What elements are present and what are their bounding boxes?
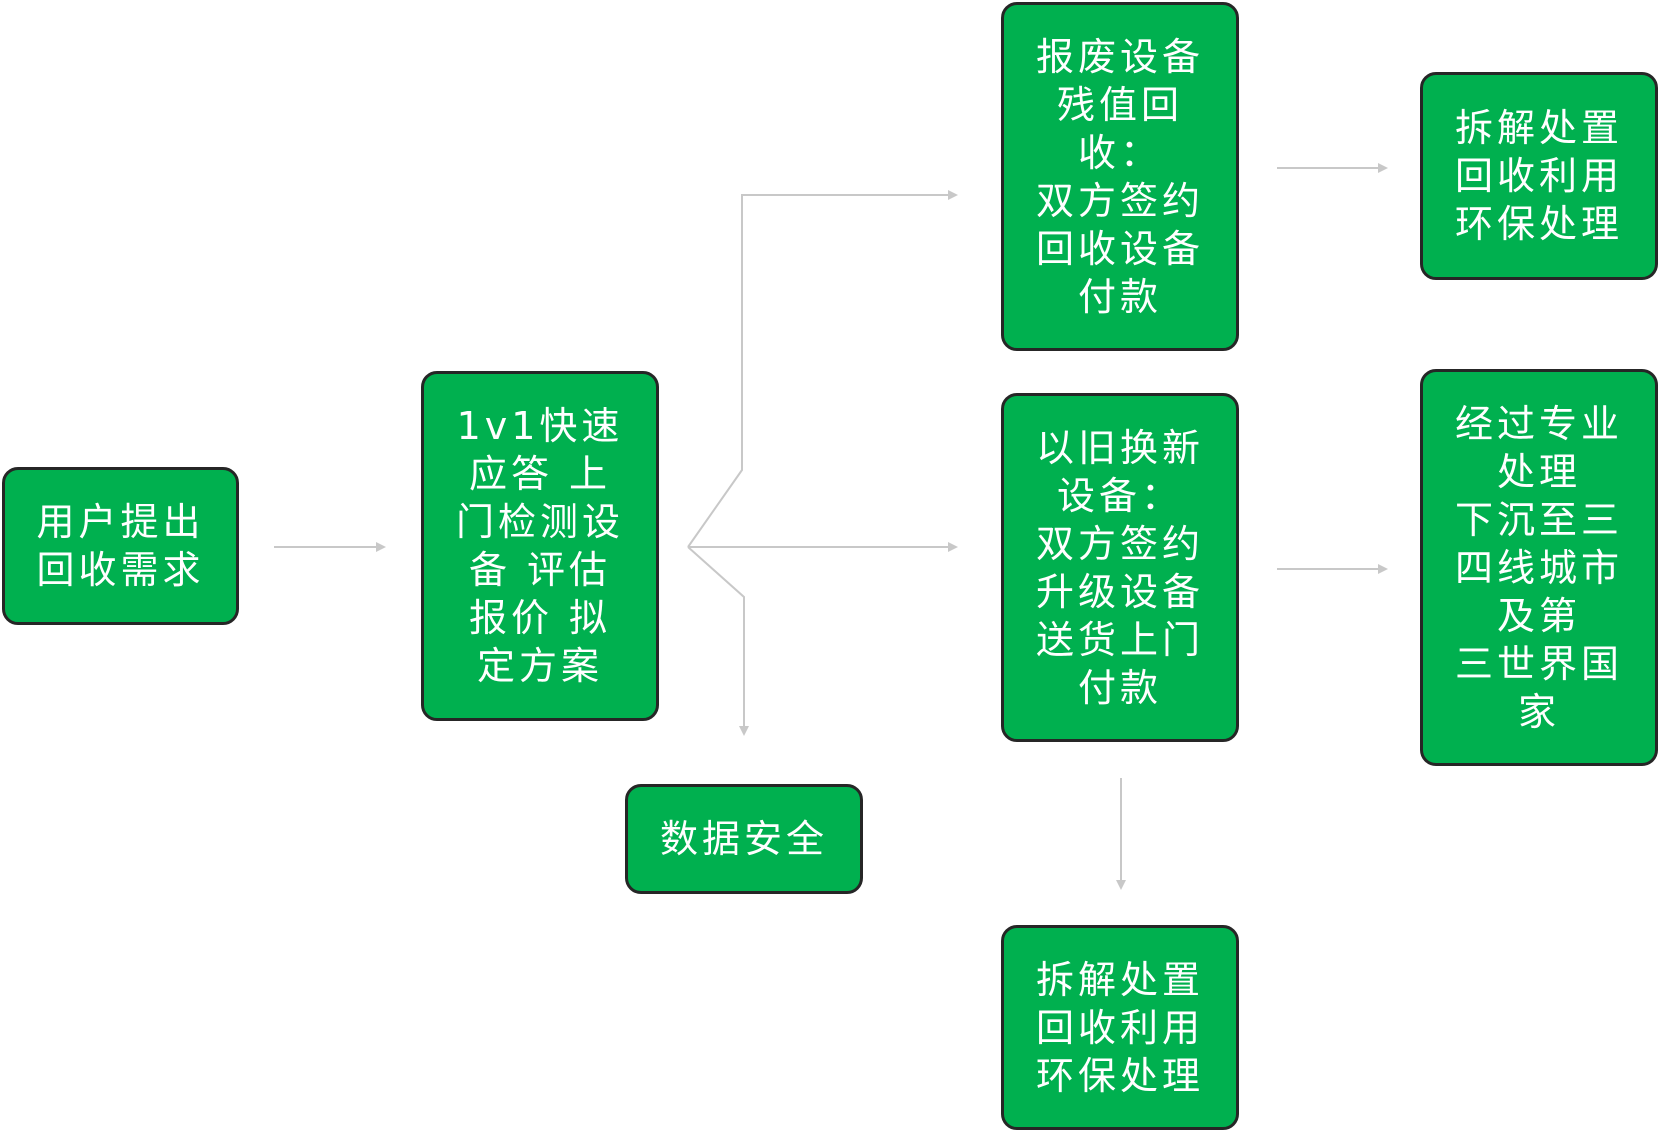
node-dismantle-bottom: 拆解处置 回收利用 环保处理 (1001, 925, 1239, 1130)
node-scrap-recycle-label: 报废设备 残值回 收： 双方签约 回收设备 付款 (1035, 34, 1204, 319)
node-resale-label: 经过专业 处理 下沉至三 四线城市 及第 三世界国 家 (1454, 401, 1623, 734)
arrow-response-to-scrap (687, 190, 958, 548)
node-scrap-recycle: 报废设备 残值回 收： 双方签约 回收设备 付款 (1001, 2, 1239, 351)
node-dismantle-bottom-label: 拆解处置 回收利用 环保处理 (1035, 957, 1204, 1098)
node-user-request-label: 用户提出 回收需求 (36, 500, 205, 592)
node-quick-response: 1v1快速 应答 上 门检测设 备 评估 报价 拟 定方案 (421, 371, 659, 721)
node-dismantle-top: 拆解处置 回收利用 环保处理 (1420, 72, 1658, 280)
node-trade-in-label: 以旧换新 设备： 双方签约 升级设备 送货上门 付款 (1035, 425, 1204, 710)
node-quick-response-label: 1v1快速 应答 上 门检测设 备 评估 报价 拟 定方案 (455, 404, 624, 688)
node-resale: 经过专业 处理 下沉至三 四线城市 及第 三世界国 家 (1420, 369, 1658, 766)
node-user-request: 用户提出 回收需求 (2, 467, 239, 625)
arrow-response-to-security (687, 546, 749, 736)
node-data-security-label: 数据安全 (659, 817, 828, 861)
node-dismantle-top-label: 拆解处置 回收利用 环保处理 (1454, 106, 1623, 246)
node-trade-in: 以旧换新 设备： 双方签约 升级设备 送货上门 付款 (1001, 393, 1239, 742)
node-data-security: 数据安全 (625, 784, 863, 894)
